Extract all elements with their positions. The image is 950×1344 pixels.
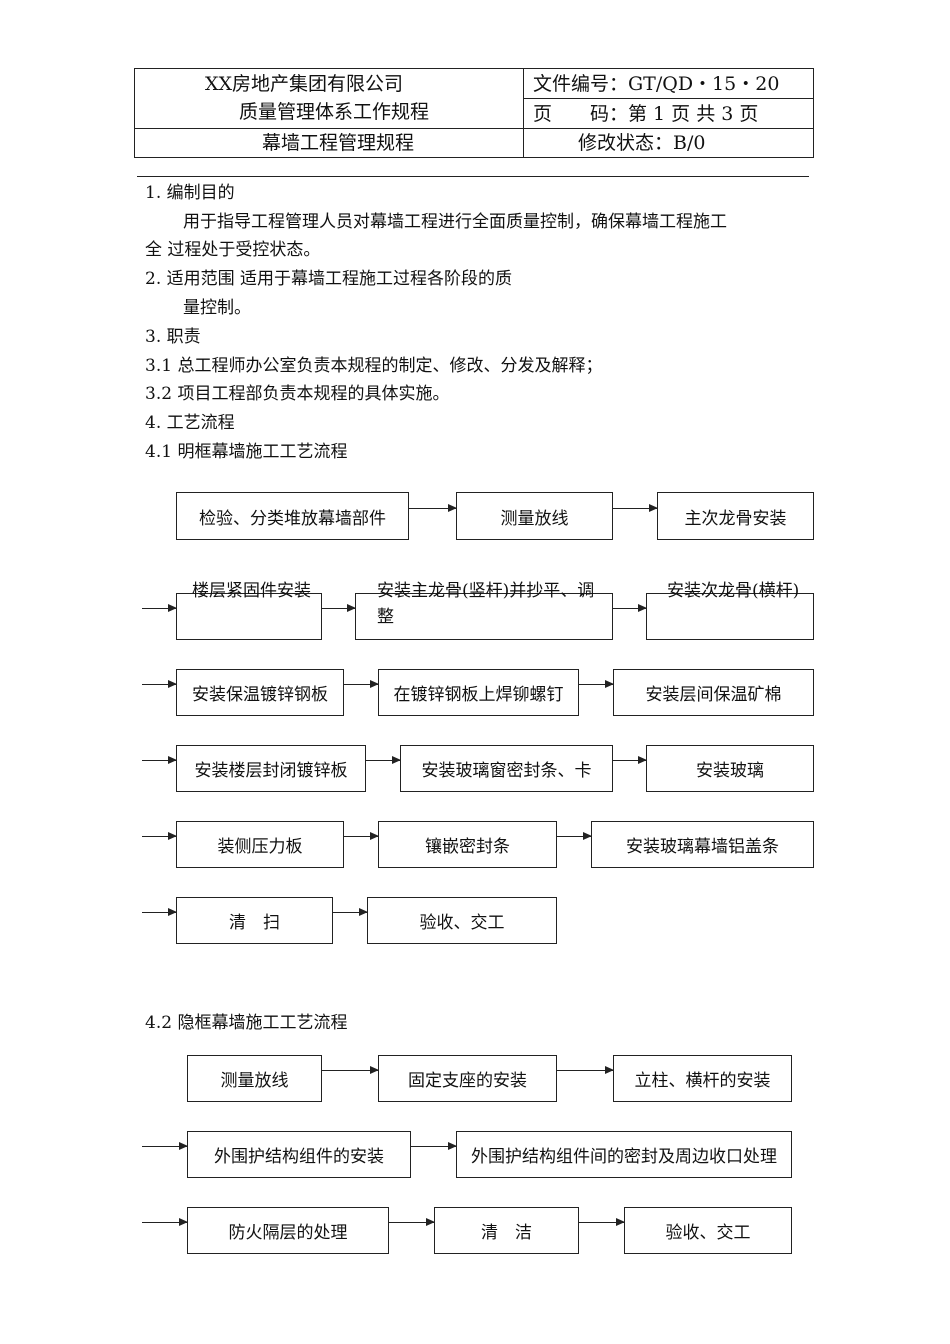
section-2-heading: 2. 适用范围 适用于幕墙工程施工过程各阶段的质 (145, 269, 513, 289)
flow1-step-floor-seal: 安装楼层封闭镀锌板 (176, 745, 366, 792)
section-3-2: 3.2 项目工程部负责本规程的具体实施。 (145, 384, 450, 404)
flow1-arrow (344, 832, 379, 840)
page-number: 页 码：第 1 页 共 3 页 (533, 103, 759, 125)
flow1-step-survey: 测量放线 (456, 492, 613, 540)
flow1-label-sub-keel: 安装次龙骨(横杆) (667, 581, 800, 601)
flow1-step-keel: 主次龙骨安装 (657, 492, 814, 540)
doc-number: 文件编号：GT/QD・15・20 (533, 73, 780, 95)
flow2-arrow (322, 1066, 379, 1074)
flow2-step-clean: 清 洁 (434, 1207, 579, 1254)
header-company-cell: XX房地产集团有限公司 质量管理体系工作规程 (134, 68, 524, 129)
flow1-step-seal-strip: 镶嵌密封条 (378, 821, 557, 868)
flow1-step-fastener (176, 593, 322, 640)
flow1-arrow (557, 832, 592, 840)
section-3-heading: 3. 职责 (145, 327, 201, 347)
doc-title: 幕墙工程管理规程 (262, 132, 415, 154)
header-status-cell: 修改状态：B/0 (523, 128, 814, 158)
header-page-cell: 页 码：第 1 页 共 3 页 (523, 98, 814, 129)
flow1-arrow (322, 604, 356, 612)
flow1-step-main-keel (355, 593, 613, 640)
header-docno-cell: 文件编号：GT/QD・15・20 (523, 68, 814, 99)
flow1-label-main-keel-cont: 整 (377, 607, 394, 627)
section-1-heading: 1. 编制目的 (145, 183, 235, 203)
flow1-step-window-seal: 安装玻璃窗密封条、卡 (400, 745, 613, 792)
flow1-arrow (142, 832, 177, 840)
flow1-step-welding: 在镀锌钢板上焊铆螺钉 (378, 669, 579, 716)
section-1-text-2: 全 过程处于受控状态。 (145, 240, 321, 260)
flow1-arrow (333, 908, 368, 916)
revision-status: 修改状态：B/0 (578, 132, 706, 154)
flow1-arrow (409, 504, 457, 512)
flow2-step-envelope-seal: 外围护结构组件间的密封及周边收口处理 (456, 1131, 792, 1178)
flow2-step-acceptance: 验收、交工 (624, 1207, 792, 1254)
flow2-arrow (142, 1218, 188, 1226)
section-4-1-heading: 4.1 明框幕墙施工工艺流程 (145, 442, 348, 462)
flow1-arrow (613, 756, 647, 764)
section-3-1: 3.1 总工程师办公室负责本规程的制定、修改、分发及解释； (145, 356, 603, 376)
section-4-2-heading: 4.2 隐框幕墙施工工艺流程 (145, 1013, 348, 1033)
company-name: XX房地产集团有限公司 (205, 73, 404, 95)
flow2-step-survey: 测量放线 (187, 1055, 322, 1102)
header-title-cell: 幕墙工程管理规程 (134, 128, 524, 158)
flow1-arrow (366, 756, 401, 764)
flow1-arrow (142, 680, 177, 688)
system-name: 质量管理体系工作规程 (239, 101, 430, 123)
section-2-text: 量控制。 (183, 298, 251, 318)
flow2-arrow (142, 1142, 188, 1150)
flow1-arrow (142, 604, 177, 612)
flow1-step-clean: 清 扫 (176, 897, 333, 944)
flow2-step-mullion: 立柱、横杆的安装 (613, 1055, 792, 1102)
section-1-text-1: 用于指导工程管理人员对幕墙工程进行全面质量控制，确保幕墙工程施工 (183, 212, 727, 232)
flow2-arrow (579, 1218, 625, 1226)
flow2-step-support: 固定支座的安装 (378, 1055, 557, 1102)
flow2-arrow (411, 1142, 457, 1150)
flow1-step-inspect: 检验、分类堆放幕墙部件 (176, 492, 409, 540)
flow2-step-firestop: 防火隔层的处理 (187, 1207, 389, 1254)
flow1-step-cover-strip: 安装玻璃幕墙铝盖条 (591, 821, 814, 868)
section-4-heading: 4. 工艺流程 (145, 413, 235, 433)
flow1-arrow (613, 604, 647, 612)
flow2-arrow (557, 1066, 614, 1074)
flow1-arrow (142, 908, 177, 916)
flow1-arrow (579, 680, 614, 688)
flow1-step-insulation-plate: 安装保温镀锌钢板 (176, 669, 344, 716)
flow1-label-main-keel: 安装主龙骨(竖杆)并抄平、调 (377, 581, 595, 601)
flow1-step-glass: 安装玻璃 (646, 745, 814, 792)
flow1-step-pressure-plate: 装侧压力板 (176, 821, 344, 868)
flow2-arrow (389, 1218, 435, 1226)
divider (137, 176, 809, 177)
flow1-arrow (344, 680, 379, 688)
flow2-step-envelope: 外围护结构组件的安装 (187, 1131, 411, 1178)
flow1-label-fastener: 楼层紧固件安装 (192, 581, 311, 601)
flow1-step-mineral-wool: 安装层间保温矿棉 (613, 669, 814, 716)
flow1-arrow (613, 504, 658, 512)
flow1-step-sub-keel (646, 593, 814, 640)
flow1-arrow (142, 756, 177, 764)
flow1-step-acceptance: 验收、交工 (367, 897, 557, 944)
